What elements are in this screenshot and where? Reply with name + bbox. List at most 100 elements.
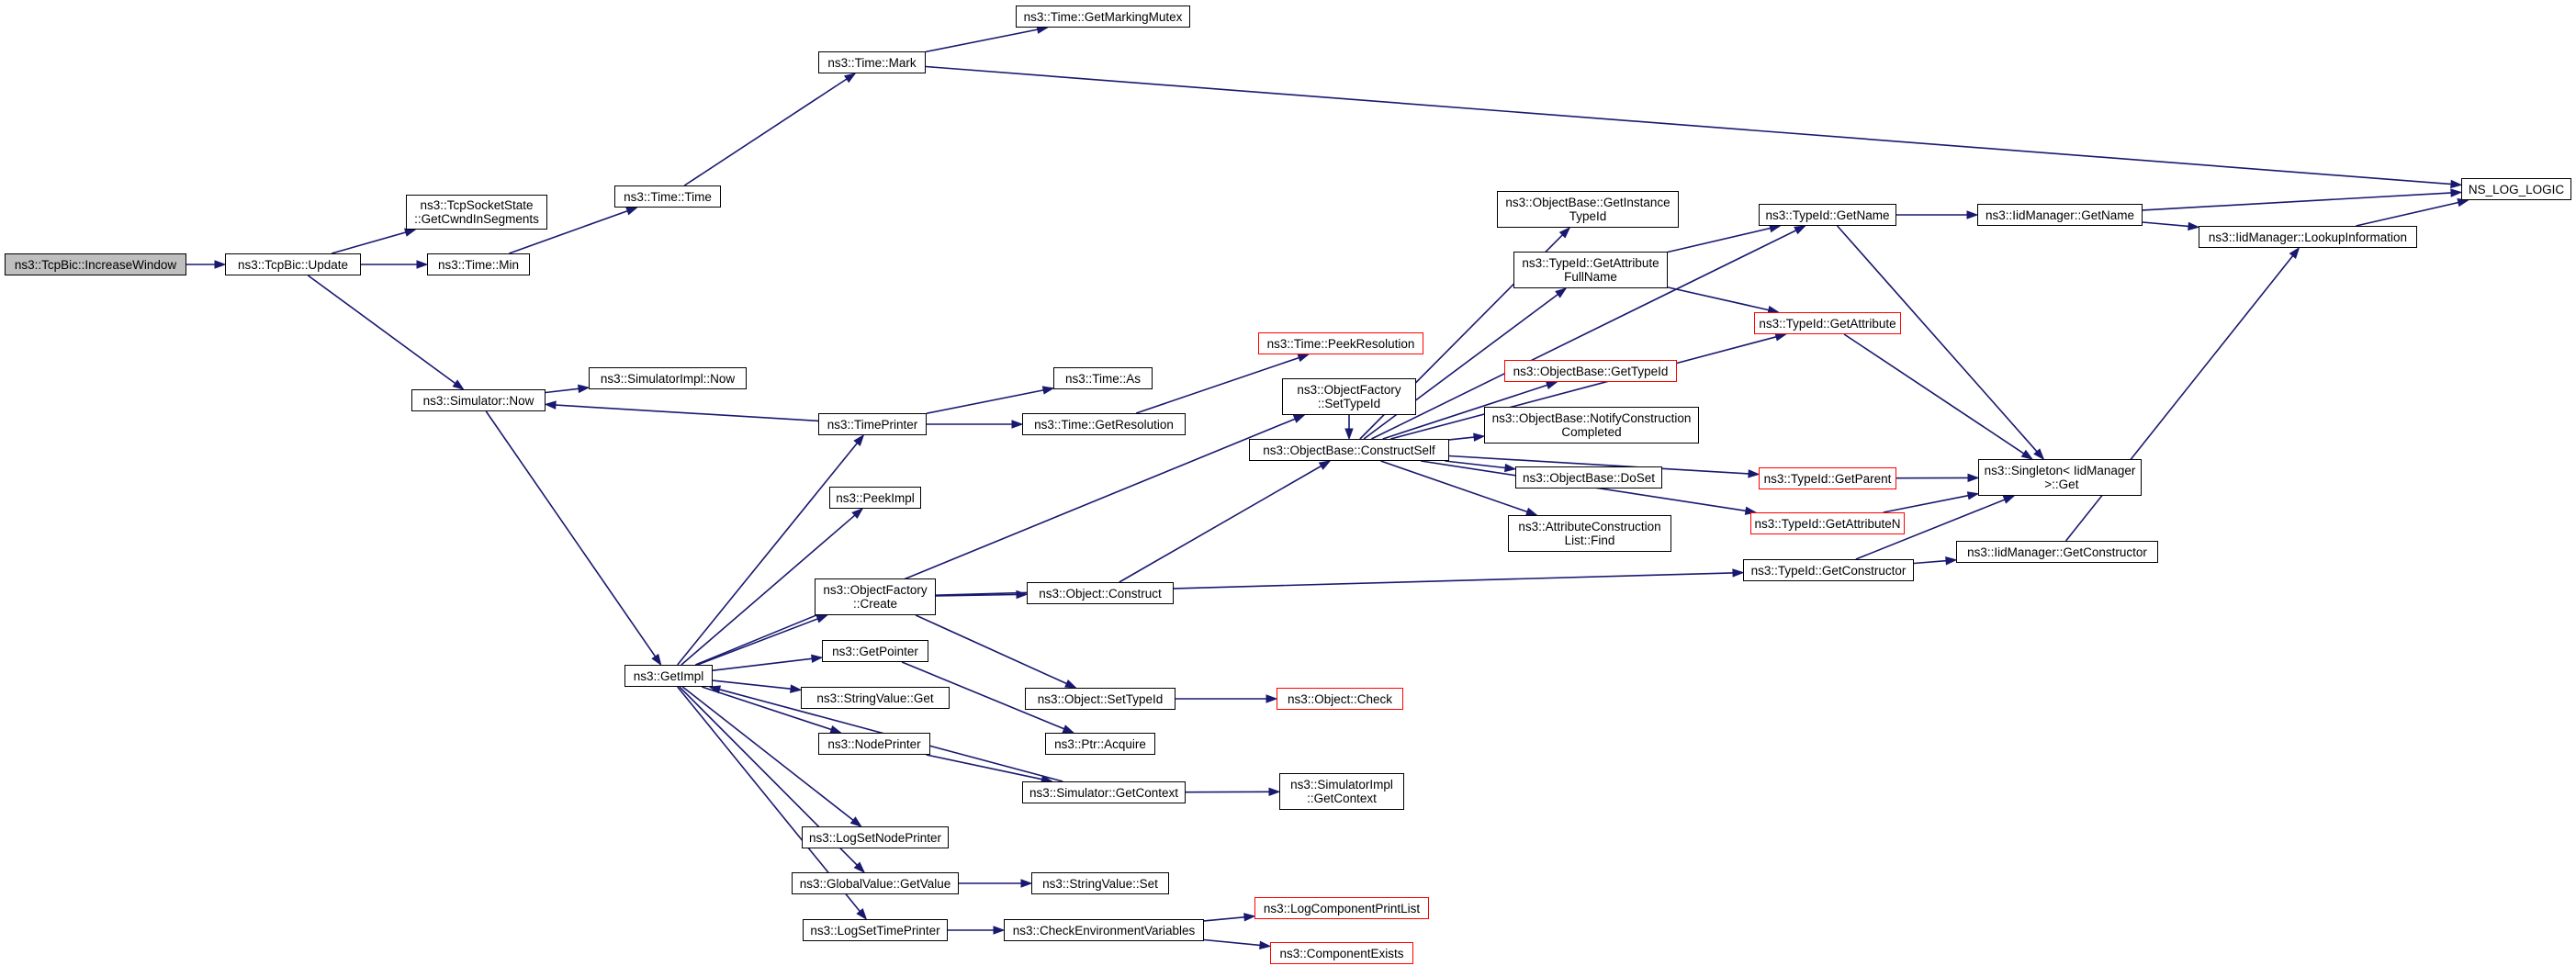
call-edge	[2356, 203, 2458, 227]
arrowhead	[2451, 181, 2461, 188]
arrowhead	[1749, 470, 1759, 477]
node-componentexists[interactable]: ns3::ComponentExists	[1270, 942, 1413, 964]
node-time-peekresolution[interactable]: ns3::Time::PeekResolution	[1258, 332, 1423, 354]
node-globalvalue-getvalue[interactable]: ns3::GlobalValue::GetValue	[792, 872, 959, 894]
node-typeid-getname[interactable]: ns3::TypeId::GetName	[1759, 204, 1896, 226]
node-objectfactory-create[interactable]: ns3::ObjectFactory ::Create	[815, 578, 936, 615]
node-time-getresolution[interactable]: ns3::Time::GetResolution	[1022, 413, 1186, 435]
node-typeid-getconstructor[interactable]: ns3::TypeId::GetConstructor	[1743, 559, 1914, 581]
arrowhead	[994, 926, 1004, 934]
call-edge	[486, 411, 655, 657]
arrowhead	[1946, 557, 1956, 565]
call-edge	[927, 755, 1042, 780]
node-singleton-iidmanager-get[interactable]: ns3::Singleton< IidManager >::Get	[1978, 459, 2142, 496]
node-tcpbic-update[interactable]: ns3::TcpBic::Update	[225, 253, 361, 275]
arrowhead	[845, 73, 855, 82]
node-simulatorimpl-getcontext[interactable]: ns3::SimulatorImpl ::GetContext	[1279, 773, 1404, 810]
node-time-min[interactable]: ns3::Time::Min	[427, 253, 530, 275]
arrowhead	[1733, 569, 1743, 577]
arrowhead	[1021, 880, 1031, 887]
node-stringvalue-set[interactable]: ns3::StringValue::Set	[1031, 872, 1169, 894]
node-simulator-getcontext[interactable]: ns3::Simulator::GetContext	[1022, 781, 1186, 803]
arrowhead	[1294, 415, 1305, 422]
call-edge	[2143, 193, 2451, 210]
arrowhead	[2188, 223, 2199, 230]
node-iidmanager-lookupinformation[interactable]: ns3::IidManager::LookupInformation	[2199, 226, 2417, 248]
node-checkenvironmentvariables[interactable]: ns3::CheckEnvironmentVariables	[1004, 919, 1204, 941]
arrowhead	[1794, 226, 1805, 233]
arrowhead	[453, 380, 463, 389]
arrowhead	[1266, 695, 1277, 702]
node-tcpsocketstate-getcwndinsegments[interactable]: ns3::TcpSocketState ::GetCwndInSegments	[406, 195, 547, 230]
call-edge	[684, 79, 847, 185]
arrowhead	[1775, 333, 1786, 341]
node-logcomponentprintlist[interactable]: ns3::LogComponentPrintList	[1254, 897, 1429, 919]
node-objectbase-notifyconstructioncompleted[interactable]: ns3::ObjectBase::NotifyConstruction Comp…	[1484, 407, 1699, 444]
node-simulator-now[interactable]: ns3::Simulator::Now	[411, 389, 546, 411]
arrowhead	[1012, 421, 1022, 428]
node-simulatorimpl-now[interactable]: ns3::SimulatorImpl::Now	[589, 367, 747, 389]
arrowhead	[1505, 465, 1515, 472]
call-edge	[1838, 226, 2037, 452]
arrowhead	[2022, 451, 2032, 459]
node-getpointer[interactable]: ns3::GetPointer	[822, 640, 928, 662]
arrowhead	[1042, 387, 1053, 394]
node-attributeconstructionlist-find[interactable]: ns3::AttributeConstruction List::Find	[1508, 515, 1671, 552]
node-logsetnodeprinter[interactable]: ns3::LogSetNodePrinter	[802, 826, 949, 848]
call-edge	[926, 67, 2451, 185]
node-typeid-getattribute[interactable]: ns3::TypeId::GetAttribute	[1754, 312, 1901, 334]
node-timeprinter[interactable]: ns3::TimePrinter	[818, 413, 927, 435]
node-time-getmarkingmutex[interactable]: ns3::Time::GetMarkingMutex	[1016, 6, 1190, 28]
node-object-settypeid[interactable]: ns3::Object::SetTypeId	[1025, 688, 1176, 710]
call-edge	[2066, 256, 2293, 541]
call-edge	[546, 388, 579, 392]
arrowhead	[1474, 433, 1484, 441]
node-peekimpl[interactable]: ns3::PeekImpl	[829, 487, 921, 509]
arrowhead	[546, 401, 556, 409]
call-edge	[332, 232, 406, 253]
node-time-mark[interactable]: ns3::Time::Mark	[818, 51, 926, 73]
node-tcpbic-increasewindow: ns3::TcpBic::IncreaseWindow	[5, 253, 186, 275]
node-typeid-getattributefullname[interactable]: ns3::TypeId::GetAttribute FullName	[1513, 252, 1668, 288]
node-ns-log-logic[interactable]: NS_LOG_LOGIC	[2461, 178, 2571, 200]
node-typeid-getparent[interactable]: ns3::TypeId::GetParent	[1759, 467, 1896, 489]
node-stringvalue-get[interactable]: ns3::StringValue::Get	[801, 687, 950, 709]
node-nodeprinter[interactable]: ns3::NodePrinter	[818, 733, 930, 755]
arrowhead	[1260, 941, 1270, 949]
arrowhead	[579, 385, 589, 392]
arrowhead	[1967, 211, 1977, 219]
node-objectfactory-settypeid[interactable]: ns3::ObjectFactory ::SetTypeId	[1282, 378, 1416, 415]
node-object-check[interactable]: ns3::Object::Check	[1277, 688, 1403, 710]
call-edge	[1914, 561, 1946, 564]
call-edge	[1204, 917, 1244, 921]
arrowhead	[812, 655, 822, 662]
arrowhead	[1244, 914, 1254, 921]
arrowhead	[405, 229, 416, 236]
call-edge	[713, 680, 791, 689]
node-objectbase-getinstancetypeid[interactable]: ns3::ObjectBase::GetInstance TypeId	[1497, 191, 1679, 228]
call-edge	[2143, 222, 2188, 226]
node-time-as[interactable]: ns3::Time::As	[1053, 367, 1153, 389]
call-edge	[1136, 358, 1299, 413]
node-getimpl[interactable]: ns3::GetImpl	[624, 665, 713, 687]
node-objectbase-gettypeid[interactable]: ns3::ObjectBase::GetTypeId	[1504, 360, 1677, 382]
node-iidmanager-getconstructor[interactable]: ns3::IidManager::GetConstructor	[1956, 541, 2158, 563]
node-iidmanager-getname[interactable]: ns3::IidManager::GetName	[1977, 204, 2143, 226]
node-ptr-acquire[interactable]: ns3::Ptr::Acquire	[1045, 733, 1155, 755]
node-object-construct[interactable]: ns3::Object::Construct	[1027, 582, 1174, 604]
arrowhead	[1320, 461, 1331, 469]
call-edge	[556, 405, 818, 421]
arrowhead	[2451, 189, 2461, 197]
call-edge	[678, 444, 858, 666]
node-typeid-getattributen[interactable]: ns3::TypeId::GetAttributeN	[1750, 512, 1905, 534]
node-objectbase-constructself[interactable]: ns3::ObjectBase::ConstructSelf	[1249, 439, 1449, 461]
arrowhead	[2003, 496, 2014, 503]
arrowhead	[1298, 354, 1309, 362]
node-logsettimeprinter[interactable]: ns3::LogSetTimePrinter	[803, 919, 948, 941]
call-edge	[1445, 461, 1505, 468]
arrowhead	[1269, 788, 1279, 795]
node-objectbase-doset[interactable]: ns3::ObjectBase::DoSet	[1515, 466, 1662, 488]
call-edge	[1844, 334, 2024, 454]
node-time-time[interactable]: ns3::Time::Time	[614, 185, 721, 208]
arrowhead	[215, 261, 225, 268]
